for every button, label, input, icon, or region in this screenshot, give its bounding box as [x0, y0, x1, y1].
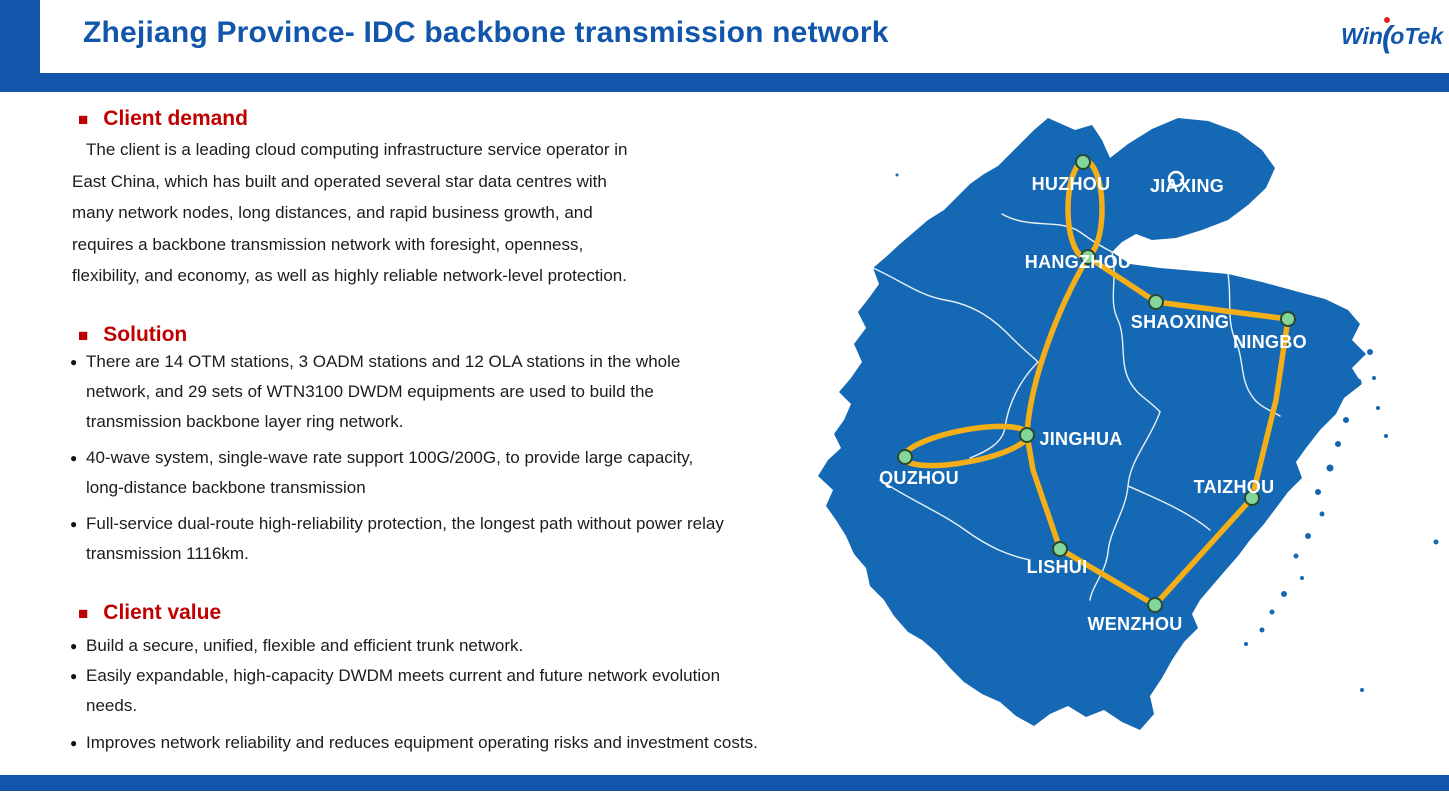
- section-square-icon: ■: [78, 109, 89, 129]
- list-item: ● Build a secure, unified, flexible and …: [70, 631, 758, 661]
- map-label-lishui: LISHUI: [1027, 557, 1088, 577]
- section-heading-client-value: ■ Client value: [78, 600, 221, 626]
- logo-text-part2: oTek: [1390, 23, 1444, 49]
- node-lishui: [1052, 541, 1068, 557]
- map-label-jinghua: JINGHUA: [1039, 429, 1122, 449]
- bullet-line: There are 14 OTM stations, 3 OADM statio…: [86, 352, 681, 371]
- map-label-shaoxing: SHAOXING: [1131, 312, 1229, 332]
- solution-bullet-list: ● There are 14 OTM stations, 3 OADM stat…: [70, 347, 724, 569]
- bullet-dot-icon: ●: [70, 639, 78, 653]
- node-huzhou: [1075, 154, 1091, 170]
- link-jinghua-hangzhou: [1024, 254, 1091, 438]
- node-jinghua: [1019, 427, 1035, 443]
- paragraph-line: requires a backbone transmission network…: [72, 234, 584, 254]
- jiaxing-white-ring-icon: [1167, 170, 1185, 188]
- zhejiang-map: HUZHOU JIAXING HANGZHOU SHAOXING NINGBO …: [795, 105, 1449, 750]
- bullet-line: transmission 1116km.: [86, 544, 249, 563]
- map-label-hangzhou: HANGZHOU: [1025, 252, 1131, 272]
- solution-heading-label: Solution: [103, 323, 188, 346]
- client-value-bullet-list: ● Build a secure, unified, flexible and …: [70, 631, 758, 758]
- bullet-line: network, and 29 sets of WTN3100 DWDM equ…: [86, 382, 654, 401]
- list-item: ● Full-service dual-route high-reliabili…: [70, 509, 724, 569]
- bullet-dot-icon: ●: [70, 517, 78, 531]
- bullet-line: needs.: [86, 696, 138, 715]
- city-labels: HUZHOU JIAXING HANGZHOU SHAOXING NINGBO …: [879, 174, 1307, 634]
- logo-red-dot-icon: [1384, 17, 1390, 23]
- map-label-ningbo: NINGBO: [1233, 332, 1307, 352]
- bullet-line: Improves network reliability and reduces…: [86, 733, 758, 752]
- header-left-accent-block: [0, 0, 40, 75]
- paragraph-line: flexibility, and economy, as well as hig…: [72, 266, 627, 285]
- bullet-line: Build a secure, unified, flexible and ef…: [86, 636, 524, 655]
- zhejiang-map-svg: HUZHOU JIAXING HANGZHOU SHAOXING NINGBO …: [818, 118, 1439, 730]
- map-label-huzhou: HUZHOU: [1032, 174, 1111, 194]
- client-demand-heading-label: Client demand: [103, 107, 248, 130]
- node-taizhou: [1244, 490, 1260, 506]
- section-square-icon: ■: [78, 325, 89, 345]
- bullet-line: 40-wave system, single-wave rate support…: [86, 448, 694, 467]
- link-wenzhou-lishui: [1057, 546, 1158, 608]
- bullet-line: long-distance backbone transmission: [86, 478, 366, 497]
- bullet-dot-icon: ●: [70, 669, 78, 683]
- map-label-wenzhou: WENZHOU: [1087, 614, 1182, 634]
- bullet-dot-icon: ●: [70, 736, 78, 750]
- page-title: Zhejiang Province- IDC backbone transmis…: [83, 16, 889, 49]
- bullet-dot-icon: ●: [70, 355, 78, 369]
- node-quzhou: [897, 449, 913, 465]
- list-item: ● Improves network reliability and reduc…: [70, 728, 758, 758]
- logo-text-part1: Win: [1341, 23, 1383, 49]
- map-label-jiaxing: JIAXING: [1150, 176, 1224, 196]
- bullet-line: Full-service dual-route high-reliability…: [86, 514, 724, 533]
- list-item: ● There are 14 OTM stations, 3 OADM stat…: [70, 347, 724, 437]
- link-lishui-jinghua: [1024, 432, 1063, 552]
- bullet-dot-icon: ●: [70, 451, 78, 465]
- footer-band: [0, 775, 1449, 791]
- bullet-line: Easily expandable, high-capacity DWDM me…: [86, 666, 721, 685]
- client-demand-paragraph: The client is a leading cloud computing …: [72, 134, 627, 292]
- node-ningbo: [1280, 311, 1296, 327]
- header-divider-band: [0, 73, 1449, 92]
- list-item: ● 40-wave system, single-wave rate suppo…: [70, 443, 724, 503]
- coastal-islands: [895, 173, 1439, 692]
- node-wenzhou: [1147, 597, 1163, 613]
- province-shape: [818, 118, 1439, 730]
- node-shaoxing: [1148, 294, 1164, 310]
- section-heading-solution: ■ Solution: [78, 322, 187, 348]
- logo-arc-swoosh: (: [1381, 19, 1393, 54]
- winotek-logo: Win(oTek: [1341, 16, 1443, 56]
- section-heading-client-demand: ■ Client demand: [78, 106, 248, 132]
- link-ningbo-taizhou-wenzhou: [1152, 316, 1291, 608]
- paragraph-line: The client is a leading cloud computing …: [86, 140, 628, 159]
- paragraph-line: many network nodes, long distances, and …: [72, 203, 593, 222]
- city-nodes: [897, 154, 1296, 613]
- client-value-heading-label: Client value: [103, 601, 222, 624]
- node-hangzhou: [1080, 249, 1096, 265]
- section-square-icon: ■: [78, 603, 89, 623]
- paragraph-line: East China, which has built and operated…: [72, 171, 607, 191]
- map-label-quzhou: QUZHOU: [879, 468, 959, 488]
- list-item: ● Easily expandable, high-capacity DWDM …: [70, 661, 758, 721]
- map-label-taizhou: TAIZHOU: [1194, 477, 1275, 497]
- bullet-line: transmission backbone layer ring network…: [86, 412, 404, 431]
